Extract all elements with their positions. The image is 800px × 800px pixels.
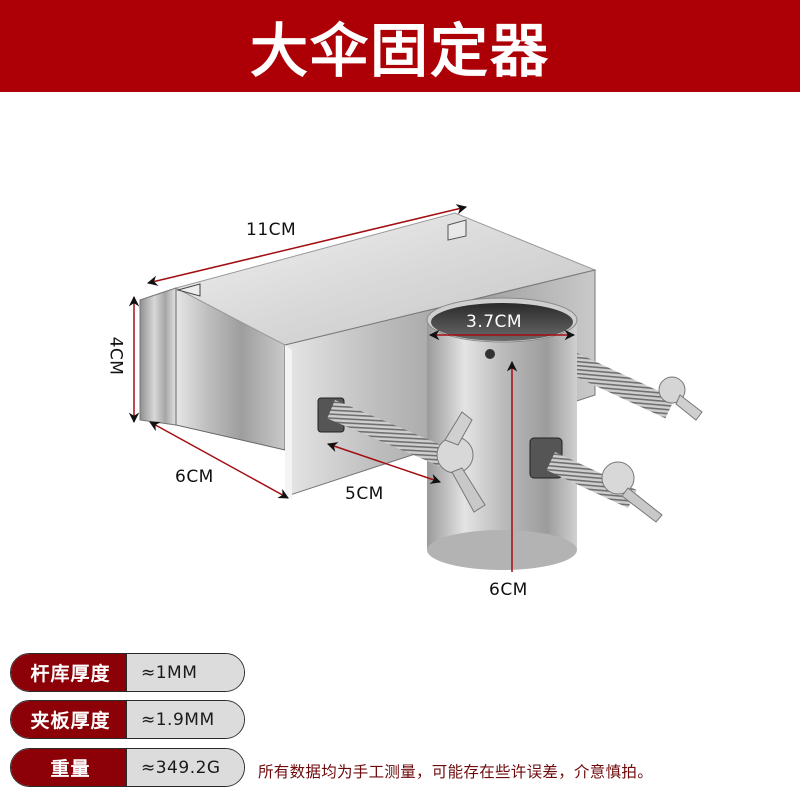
dimension-bolt: [327, 442, 441, 484]
dim-depth-label: 6CM: [175, 467, 214, 487]
spec-label: 重量: [11, 749, 127, 786]
wing-nut-right: [601, 461, 635, 495]
bolt-upper-right: [565, 352, 675, 419]
spec-row-plate-thickness: 夹板厚度 ≈1.9MM: [10, 700, 245, 739]
dim-length-label: 11CM: [246, 220, 297, 240]
dimension-depth: [149, 421, 289, 499]
spec-row-weight: 重量 ≈349.2G: [10, 748, 245, 787]
spec-label: 夹板厚度: [11, 701, 127, 738]
dimension-length: [146, 204, 468, 286]
bolt-lower-right: [546, 451, 637, 509]
title-banner: 大伞固定器: [0, 0, 800, 92]
product-image: 11CM 4CM 6CM 5CM 3.7CM 6CM: [0, 92, 800, 642]
page-title: 大伞固定器: [249, 17, 550, 85]
spec-row-pole-thickness: 杆库厚度 ≈1MM: [10, 653, 245, 692]
measurement-disclaimer: 所有数据均为手工测量，可能存在些许误差，介意慎拍。: [258, 763, 654, 781]
dim-bolt-label: 5CM: [345, 484, 384, 504]
spec-value: ≈1.9MM: [127, 701, 244, 738]
umbrella-bracket-illustration: [128, 204, 703, 572]
dimension-lines: [128, 204, 576, 572]
dim-height-label: 4CM: [105, 336, 126, 376]
dim-tube-height-label: 6CM: [489, 580, 528, 600]
back-flap: [139, 287, 177, 426]
spec-label: 杆库厚度: [11, 654, 127, 691]
dim-diameter-label: 3.7CM: [466, 312, 523, 332]
spec-value: ≈349.2G: [127, 749, 244, 786]
spec-value: ≈1MM: [127, 654, 244, 691]
